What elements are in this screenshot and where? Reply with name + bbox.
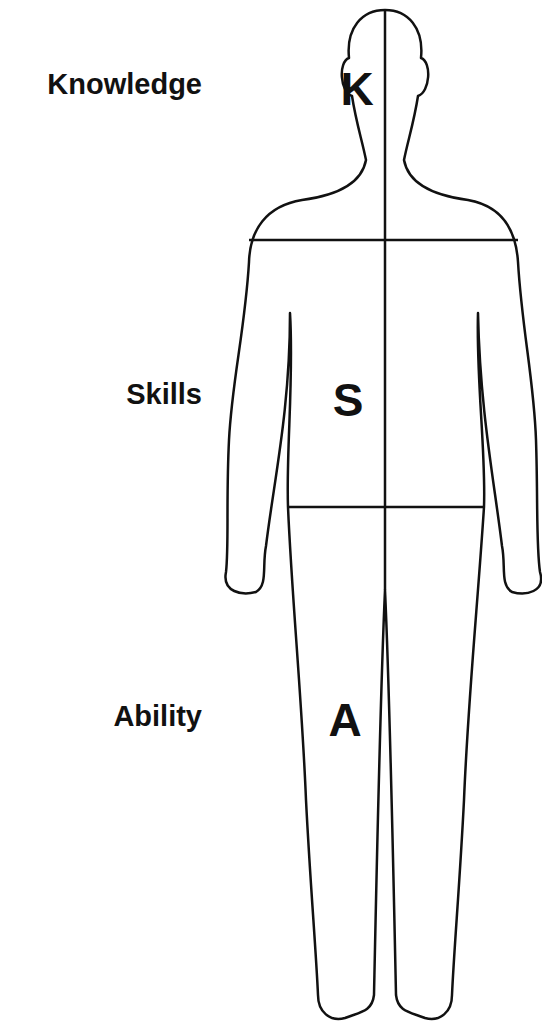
- region-letter: S: [333, 377, 364, 423]
- divider-line: [384, 10, 387, 590]
- row-label: Skills: [126, 380, 202, 409]
- row-label: Knowledge: [47, 70, 202, 99]
- divider-line: [249, 239, 518, 242]
- region-letter: K: [340, 66, 373, 112]
- row-label: Ability: [113, 702, 202, 731]
- human-figure: [225, 10, 541, 1019]
- region-letter: A: [328, 697, 361, 743]
